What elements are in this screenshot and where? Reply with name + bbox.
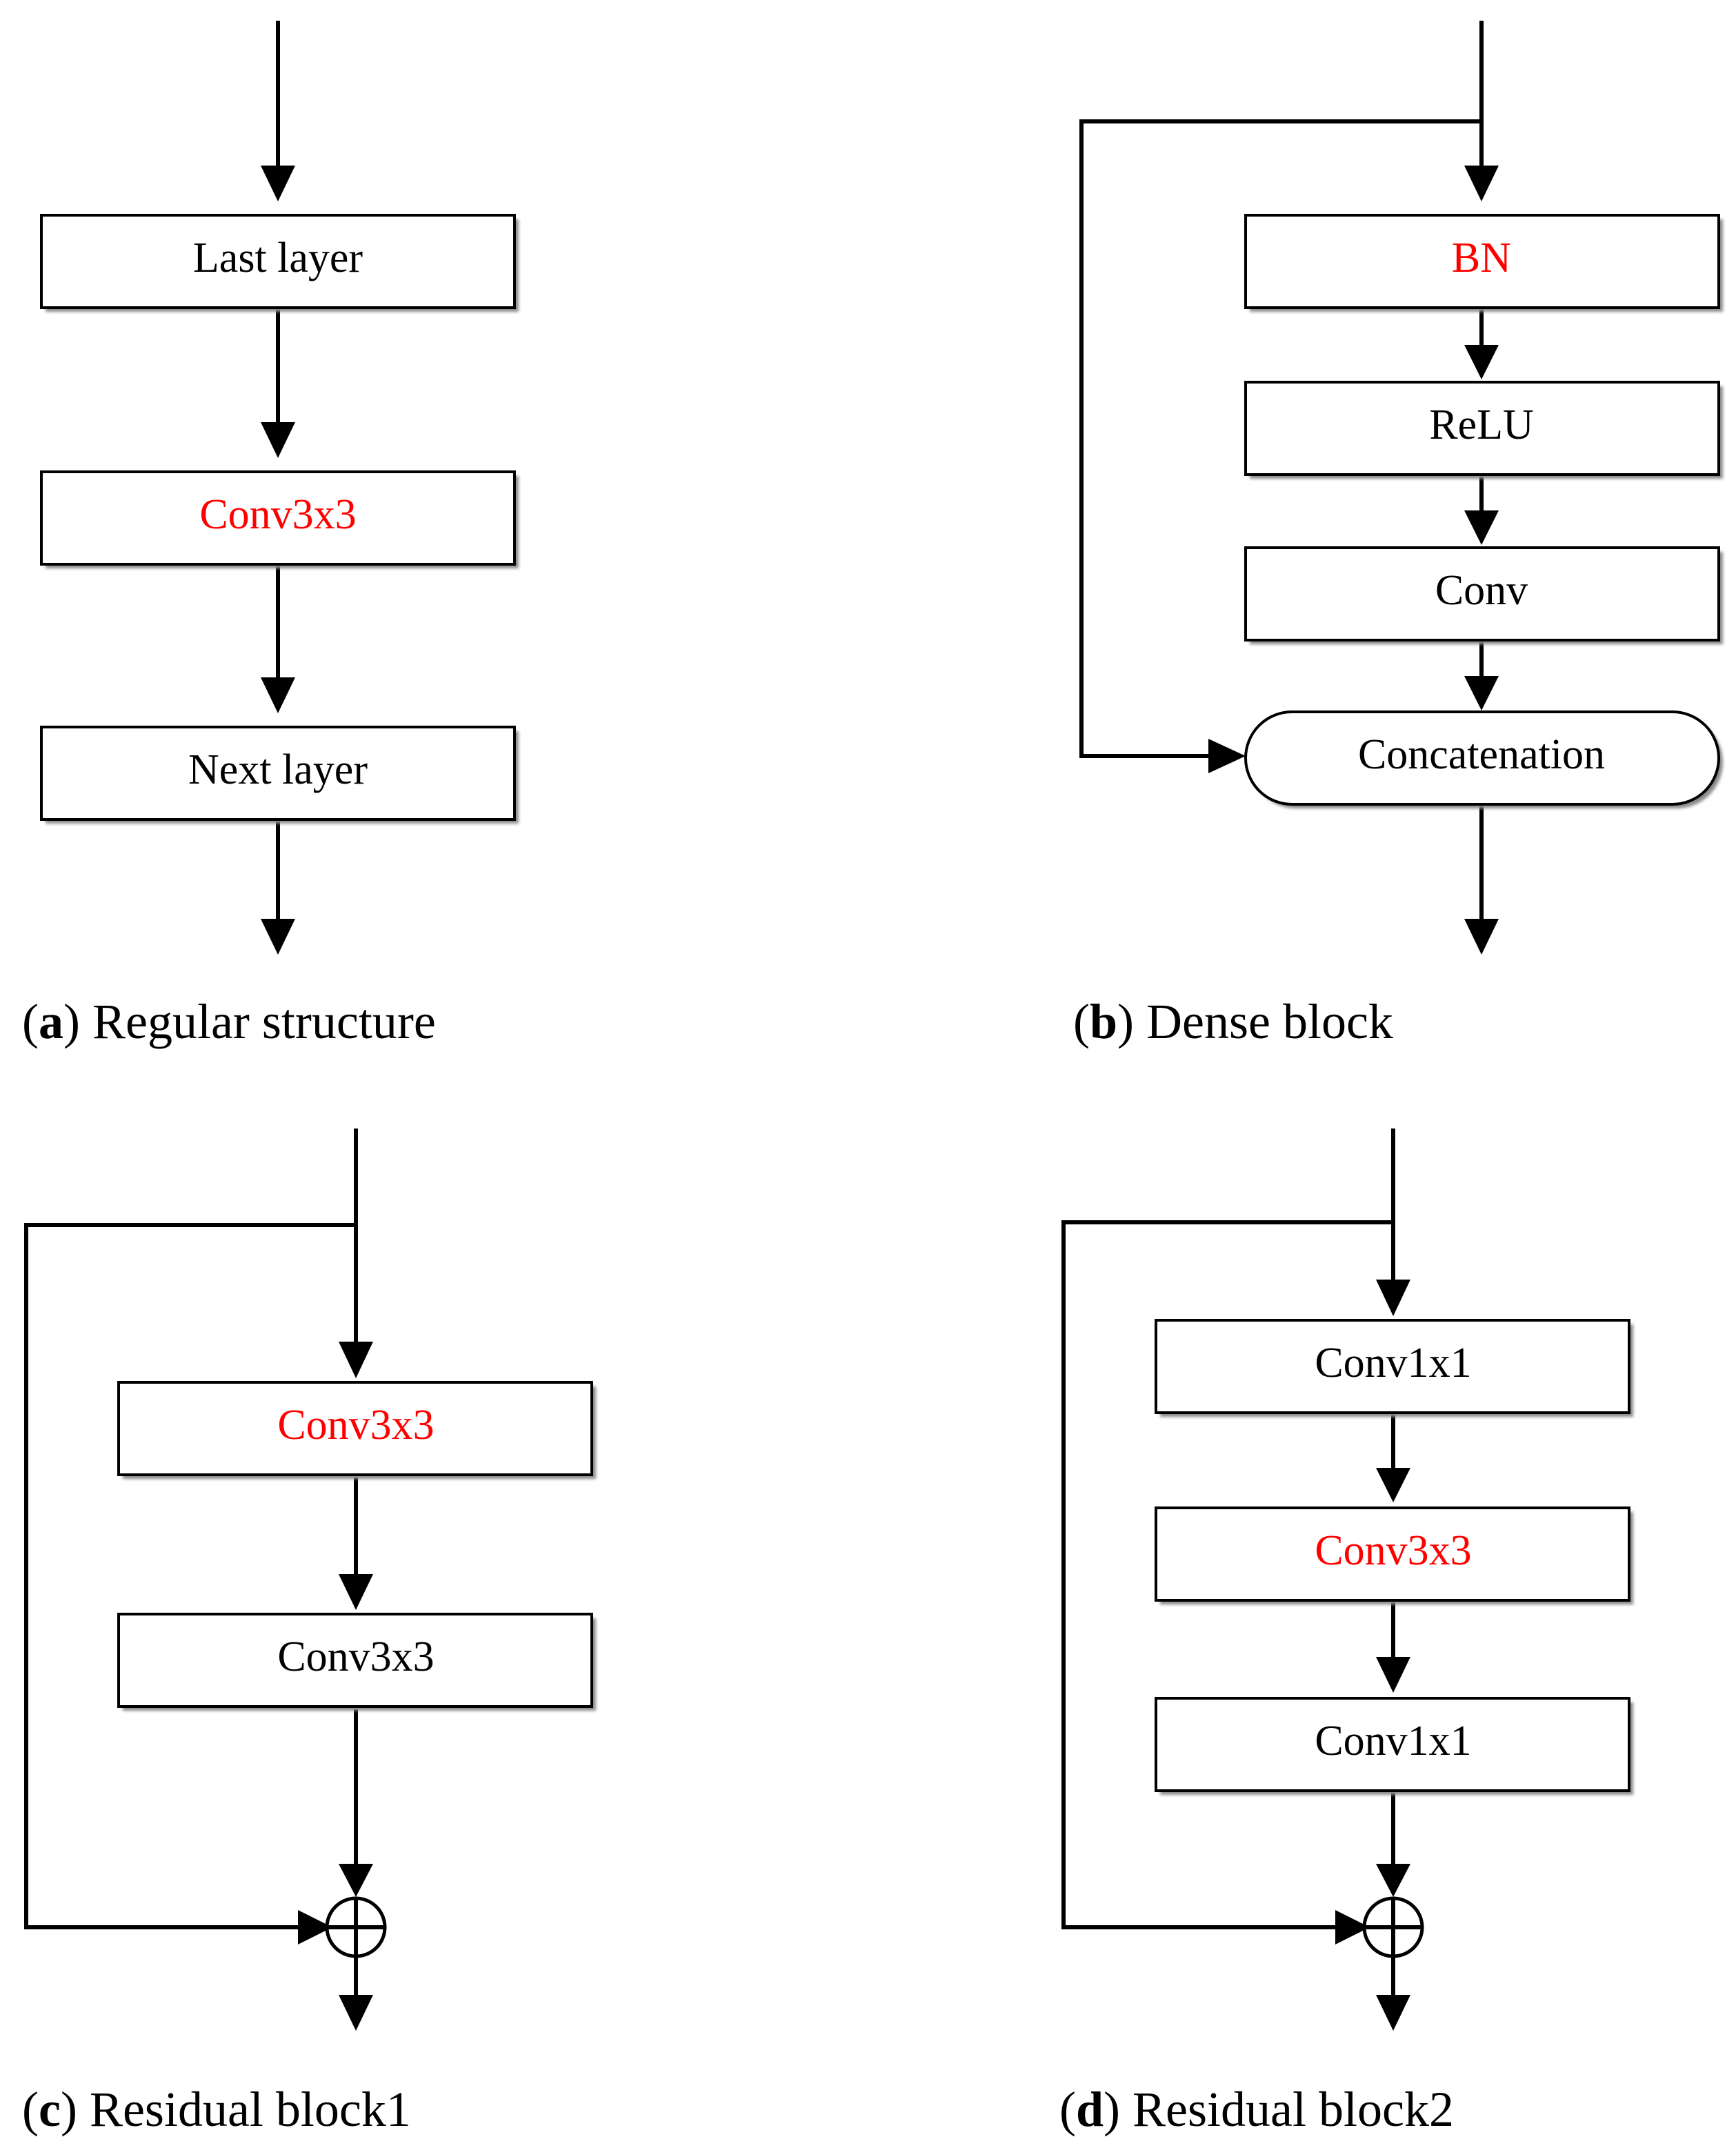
panel-a-block-1: Last layer (40, 214, 519, 312)
panel-b-block-1: BN (1244, 214, 1723, 312)
arrow-head (1335, 1910, 1370, 1945)
panel-c-caption: (c) Residual block1 (22, 2082, 411, 2137)
arrow-head (1376, 1280, 1410, 1316)
panel-c-residual-block1: Conv3x3 Conv3x3 (c) Residual block1 (22, 1128, 596, 2137)
panel-a-block-3: Next layer (40, 726, 519, 824)
arrow-head (1464, 345, 1499, 379)
arrow-head (1464, 919, 1499, 955)
panel-a-block-2-label: Conv3x3 (199, 491, 356, 538)
panel-b-block-3: Conv (1244, 546, 1723, 644)
arrow-head (1376, 1468, 1410, 1502)
panel-a-caption: (a) Regular structure (22, 994, 436, 1049)
arrow-head (1208, 739, 1246, 773)
panel-a-block-3-label: Next layer (188, 746, 368, 793)
arrow-head (261, 677, 295, 713)
arrow-head (1376, 1657, 1410, 1693)
arrow-head (339, 1342, 373, 1378)
panel-d-block-2: Conv3x3 (1155, 1506, 1633, 1604)
panel-b-block-1-label: BN (1452, 235, 1511, 281)
panel-d-block-1-label: Conv1x1 (1315, 1340, 1471, 1386)
panel-c-block-1: Conv3x3 (117, 1381, 596, 1479)
panel-b-block-3-label: Conv (1435, 567, 1528, 614)
panel-a-regular-structure: Last layer Conv3x3 Next layer (a) Regula… (22, 21, 519, 1049)
panel-b-block-2-label: ReLU (1429, 401, 1534, 448)
arrow-head (261, 166, 295, 201)
panel-d-caption: (d) Residual block2 (1059, 2082, 1454, 2137)
panel-b-concatenation: Concatenation (1244, 710, 1723, 808)
arrow-head (339, 1864, 373, 1897)
arrow-head (339, 1995, 373, 2031)
arrow-head (1464, 676, 1499, 710)
panel-c-block-1-label: Conv3x3 (277, 1402, 434, 1449)
panel-a-block-1-label: Last layer (193, 235, 363, 281)
panel-d-add-node (1362, 1896, 1424, 1958)
arrow-head (1464, 510, 1499, 545)
arrow-head (261, 422, 295, 458)
panel-b-caption: (b) Dense block (1073, 994, 1393, 1049)
panel-d-block-3: Conv1x1 (1155, 1697, 1633, 1795)
panel-a-block-2: Conv3x3 (40, 470, 519, 568)
arrow-head (1464, 166, 1499, 201)
arrow-head (261, 919, 295, 955)
panel-c-add-node (325, 1896, 387, 1958)
panel-d-block-1: Conv1x1 (1155, 1319, 1633, 1417)
panel-b-dense-block: BN ReLU Conv Concatenation (b) Dense blo… (1073, 21, 1723, 1049)
panel-d-block-2-label: Conv3x3 (1315, 1527, 1471, 1574)
arrow-head (339, 1574, 373, 1610)
panel-c-block-2: Conv3x3 (117, 1613, 596, 1711)
panel-c-block-2-label: Conv3x3 (277, 1633, 434, 1680)
panel-d-block-3-label: Conv1x1 (1315, 1718, 1471, 1764)
arrow-head (1376, 1864, 1410, 1897)
arrow-head (1376, 1995, 1410, 2031)
panel-b-block-2: ReLU (1244, 381, 1723, 479)
arrow-head (298, 1910, 332, 1945)
panel-d-residual-block2: Conv1x1 Conv3x3 Conv1x1 (d) Residual blo… (1059, 1128, 1633, 2137)
panel-b-concatenation-label: Concatenation (1358, 731, 1605, 778)
